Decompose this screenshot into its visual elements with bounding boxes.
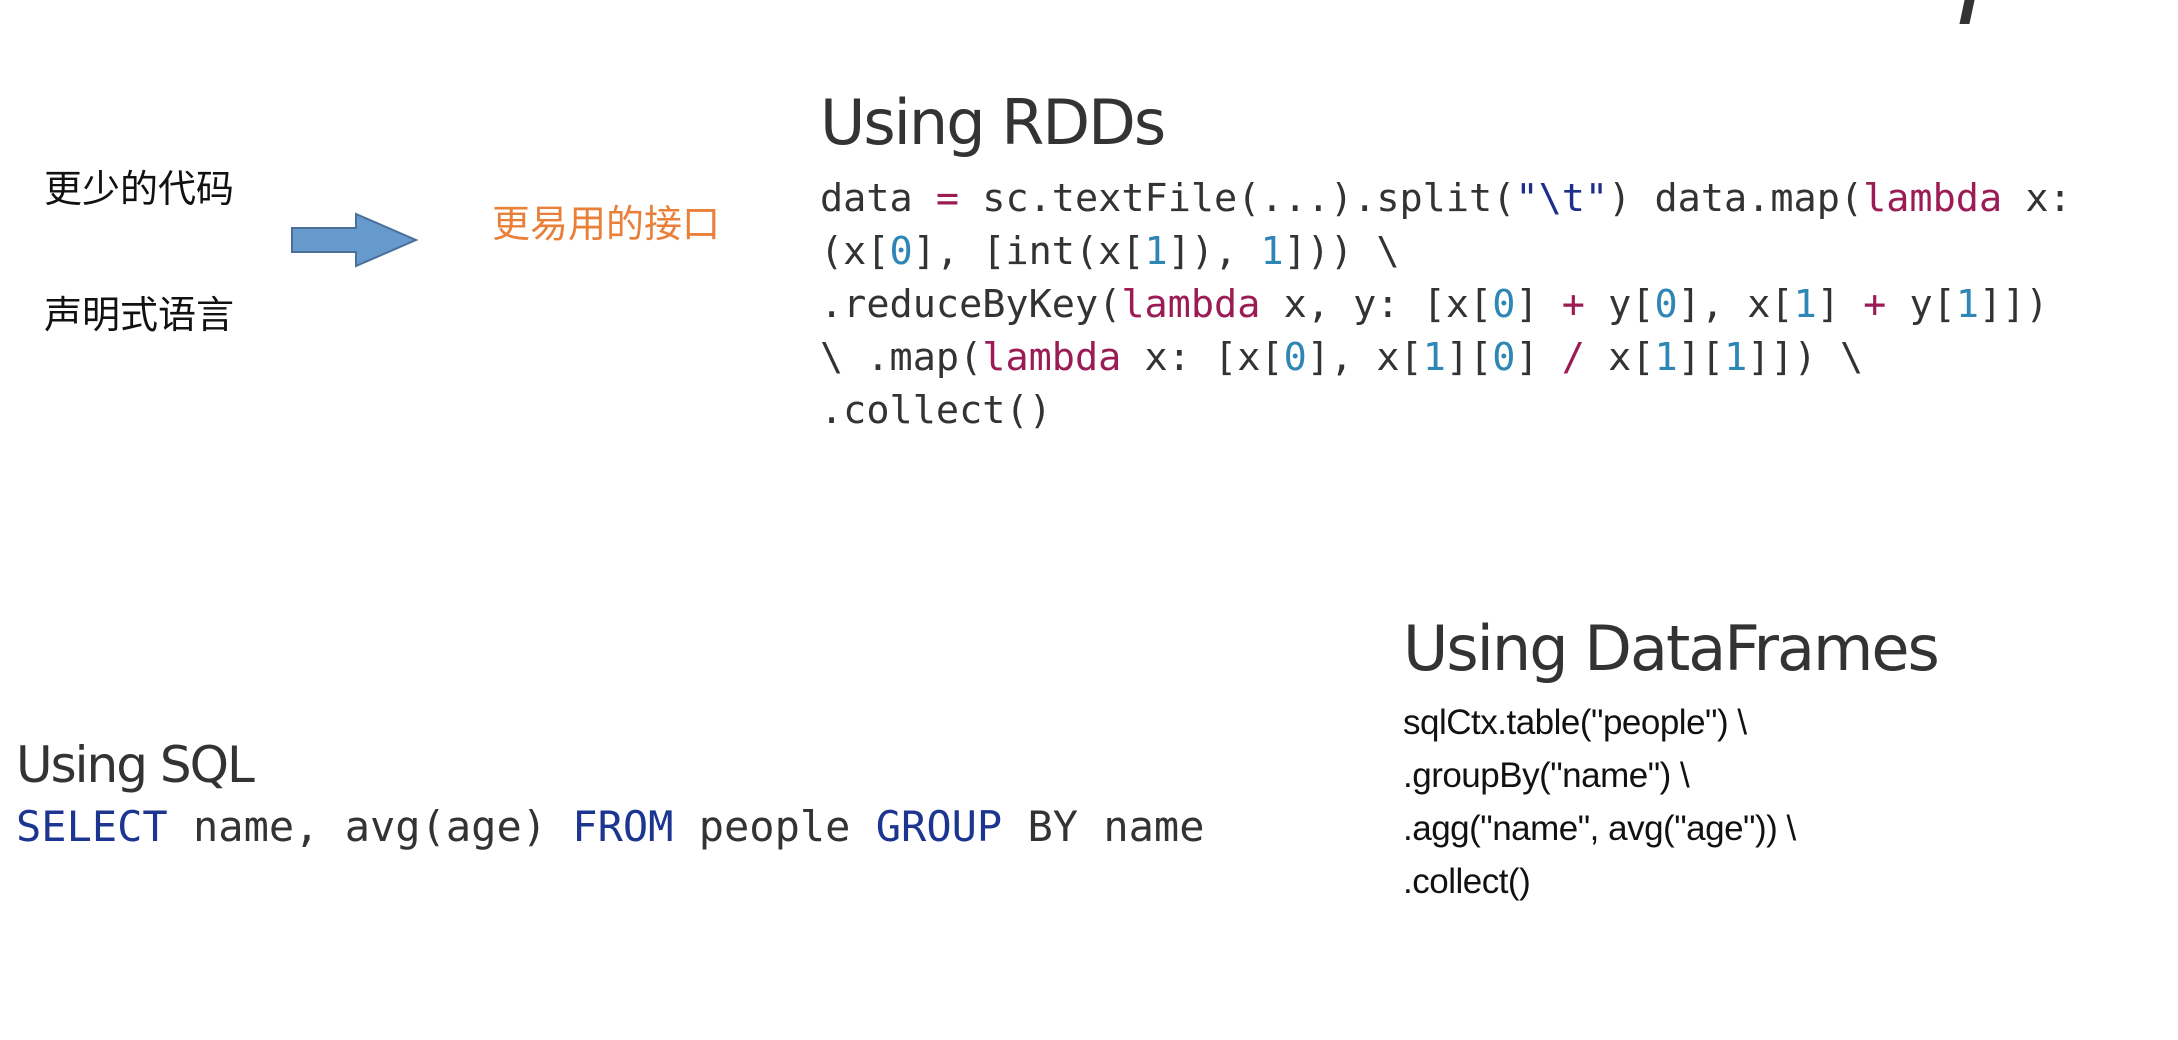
code-line: .reduceByKey(lambda x, y: [x[0] + y[0], …	[820, 278, 2072, 331]
code-token-num: 1	[1654, 335, 1678, 380]
code-token: ], [int(x[	[912, 229, 1145, 274]
code-token: people	[673, 802, 876, 851]
code-line: SELECT name, avg(age) FROM people GROUP …	[16, 802, 1204, 851]
dataframes-title: Using DataFrames	[1403, 612, 1940, 685]
code-token: BY name	[1002, 802, 1205, 851]
code-token: ) data.map(	[1608, 176, 1864, 221]
code-token-num: 0	[1492, 335, 1516, 380]
code-token: data	[820, 176, 936, 221]
code-token-sqlkw: SELECT	[16, 802, 168, 851]
code-token: ]])	[1979, 282, 2049, 327]
code-line: .agg("name", avg("age")) \	[1403, 809, 1796, 848]
code-token: x:	[2002, 176, 2072, 221]
code-line: sqlCtx.table("people") \	[1403, 703, 1747, 742]
code-token: ][	[1445, 335, 1493, 380]
code-token-kw: lambda	[1121, 282, 1261, 327]
code-token-num: 1	[1422, 335, 1446, 380]
code-token: x[	[1584, 335, 1655, 380]
note-declarative-language: 声明式语言	[44, 293, 235, 337]
code-line: \ .map(lambda x: [x[0], x[1][0] / x[1][1…	[820, 331, 2072, 384]
code-token: y[	[1584, 282, 1655, 327]
code-token-num: 0	[889, 229, 913, 274]
code-token: ]	[1816, 282, 1864, 327]
code-token: ]]) \	[1747, 335, 1864, 380]
note-easier-interface: 更易用的接口	[492, 202, 721, 246]
code-token: \ .map(	[820, 335, 983, 380]
code-token: ]),	[1167, 229, 1261, 274]
sql-title: Using SQL	[16, 736, 255, 794]
code-token-num: 1	[1955, 282, 1980, 327]
code-token-sqlkw: FROM	[572, 802, 674, 851]
rdd-title: Using RDDs	[820, 86, 1166, 159]
code-token-num: 0	[1283, 335, 1307, 380]
top-right-mark	[1959, 0, 1975, 24]
dataframes-code-block: sqlCtx.table("people") \ .groupBy("name"…	[1403, 696, 1796, 908]
code-token: ], x[	[1677, 282, 1794, 327]
code-token-op: +	[1863, 282, 1887, 327]
code-token-num: 0	[1654, 282, 1678, 327]
code-token-num: 1	[1144, 229, 1168, 274]
code-token-kw: lambda	[982, 335, 1122, 380]
code-token: ]	[1515, 335, 1562, 380]
code-token: .collect()	[820, 388, 1052, 433]
code-token: ], x[	[1306, 335, 1423, 380]
code-token: ]	[1515, 282, 1562, 327]
rdd-code-block: data = sc.textFile(...).split("\t") data…	[820, 172, 2072, 437]
code-token-num: 0	[1492, 282, 1516, 327]
code-token-op: =	[935, 176, 960, 221]
sql-code-block: SELECT name, avg(age) FROM people GROUP …	[16, 802, 1204, 851]
code-token-str: "\t"	[1515, 176, 1609, 221]
code-token-num: 1	[1260, 229, 1284, 274]
code-token: .reduceByKey(	[820, 282, 1122, 327]
code-token: sc.textFile(...).split(	[959, 176, 1516, 221]
code-token: y[	[1886, 282, 1956, 327]
code-line: .groupBy("name") \	[1403, 756, 1690, 795]
right-arrow-icon	[291, 212, 419, 268]
code-token: ])) \	[1283, 229, 1400, 274]
code-token: name, avg(age)	[167, 802, 573, 851]
code-line: .collect()	[820, 384, 2072, 437]
code-token: (x[	[820, 229, 890, 274]
code-token-op: /	[1561, 335, 1585, 380]
code-token-num: 1	[1793, 282, 1817, 327]
code-token: ][	[1677, 335, 1725, 380]
code-line: .collect()	[1403, 862, 1531, 901]
code-token-num: 1	[1724, 335, 1748, 380]
code-token-sqlkw: GROUP	[875, 802, 1003, 851]
code-token: x, y: [x[	[1260, 282, 1493, 327]
code-line: (x[0], [int(x[1]), 1])) \	[820, 225, 2072, 278]
code-token: x: [x[	[1121, 335, 1284, 380]
code-line: data = sc.textFile(...).split("\t") data…	[820, 172, 2072, 225]
code-token-op: +	[1561, 282, 1585, 327]
note-less-code: 更少的代码	[44, 167, 235, 211]
code-token-kw: lambda	[1863, 176, 2003, 221]
